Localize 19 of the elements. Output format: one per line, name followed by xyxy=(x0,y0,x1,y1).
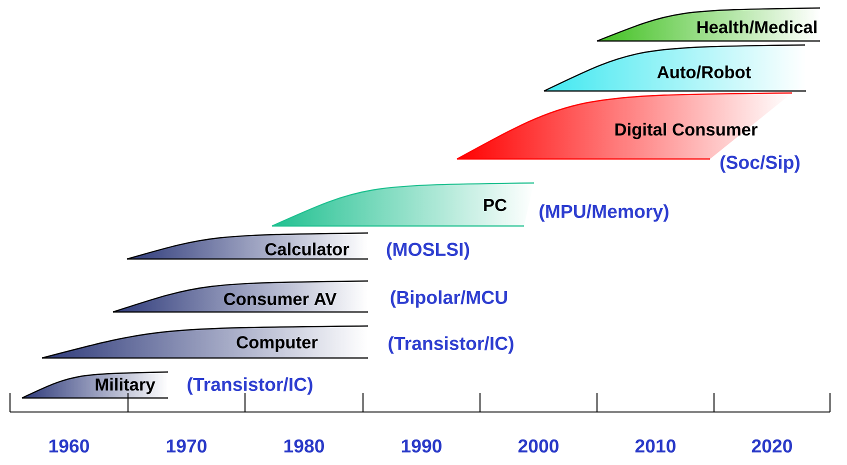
year-label: 2010 xyxy=(635,439,676,453)
technology-label: (Transistor/IC) xyxy=(388,336,514,354)
year-label: 1960 xyxy=(49,439,89,453)
wedge-band: Health/Medical xyxy=(596,7,820,42)
year-label: 1980 xyxy=(284,439,324,453)
year-label: 2020 xyxy=(752,439,792,453)
wedge-band: PC xyxy=(272,182,534,227)
wedge-band: Military xyxy=(22,371,168,399)
technology-label: (MOSLSI) xyxy=(386,242,470,260)
year-label: 1970 xyxy=(166,439,206,453)
wedge-band: Calculator xyxy=(126,232,368,260)
wedge-band: Auto/Robot xyxy=(544,44,806,92)
wedge-band: Computer xyxy=(42,325,368,359)
technology-label: (Transistor/IC) xyxy=(188,377,312,395)
year-label: 1990 xyxy=(402,439,442,453)
technology-label: (Bipolar/MCU xyxy=(390,290,507,308)
wedge-band: Consumer AV xyxy=(112,280,368,313)
year-label: 2000 xyxy=(518,439,558,453)
technology-label: (MPU/Memory) xyxy=(540,204,668,222)
